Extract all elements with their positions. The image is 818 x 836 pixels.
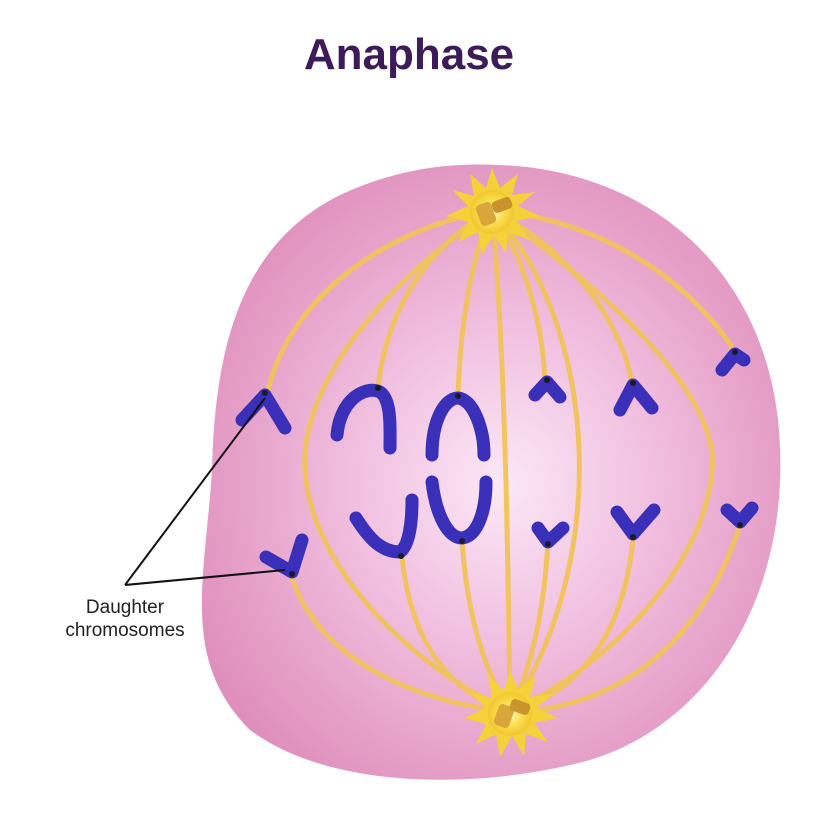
centromeres xyxy=(262,349,743,577)
label-line-1: Daughter xyxy=(85,597,165,618)
centrosome-top xyxy=(446,168,540,255)
centrosome-bottom xyxy=(464,670,558,757)
cell-membrane xyxy=(201,164,781,780)
label-line-2: chromosomes xyxy=(65,620,185,641)
chromosome-upper-2 xyxy=(330,383,397,455)
label-pointer-lines xyxy=(124,397,286,586)
chromosome-lower-2 xyxy=(349,493,419,559)
daughter-chromosomes-label: Daughter chromosomes xyxy=(20,596,230,642)
page-title: Anaphase xyxy=(303,30,515,79)
